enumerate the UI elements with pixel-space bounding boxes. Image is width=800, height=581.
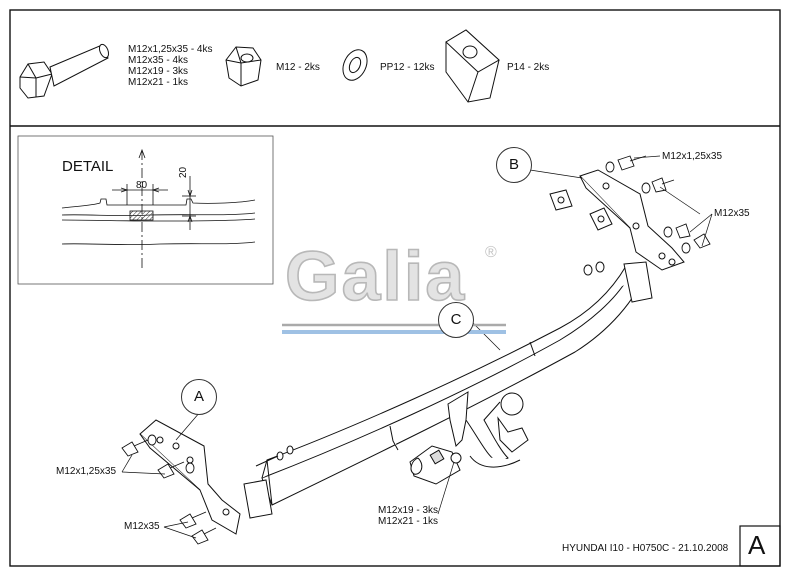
socket-plate-icon [409,445,462,485]
plate-spec: P14 - 2ks [507,62,550,73]
sheet-border [9,9,781,567]
callout-c: C [438,302,474,338]
drawing-title: HYUNDAI I10 - H0750C - 21.10.2008 [562,543,729,554]
bracket-b [579,169,685,271]
bolt-spec-3: M12x19 - 3ks [128,66,189,77]
towbar-ball-icon [447,391,529,468]
nut-spec: M12 - 2ks [276,62,320,73]
washer-icon [342,49,368,81]
backing-plate-icon [549,189,613,231]
label-center-1: M12x19 - 3ks [378,505,439,516]
left-end-cap [243,445,294,519]
bolt-spec-4: M12x21 - 1ks [128,77,189,88]
brand-watermark: Galia [284,236,467,316]
callout-b: B [496,147,532,183]
leader-lines [121,155,713,539]
detail-dim-height: 20 [178,166,189,178]
label-a-bolt-2: M12x35 [124,521,160,532]
bolt-icon [19,43,110,99]
detail-frame [17,135,274,285]
right-end-cap [583,261,653,303]
label-a-bolt: M12x1,25x35 [56,466,117,477]
title-cell [739,525,781,567]
label-b-bolt-2: M12x35 [714,208,750,219]
plate-icon [445,29,500,103]
a-bolts-icon [121,434,217,545]
sheet-letter: A [748,530,766,560]
callout-a: A [181,379,217,415]
bolt-spec-1: M12x1,25x35 - 4ks [128,44,213,55]
detail-title: DETAIL [62,158,114,175]
bolt-spec-2: M12x35 - 4ks [128,55,189,66]
detail-drawing [61,148,256,268]
bracket-a [139,419,241,535]
nut-icon [225,46,262,87]
registered-mark: ® [485,244,497,261]
label-b-bolt: M12x1,25x35 [662,151,723,162]
detail-dim-width: 80 [136,180,148,191]
washer-spec: PP12 - 12ks [380,62,435,73]
label-center-2: M12x21 - 1ks [378,516,439,527]
